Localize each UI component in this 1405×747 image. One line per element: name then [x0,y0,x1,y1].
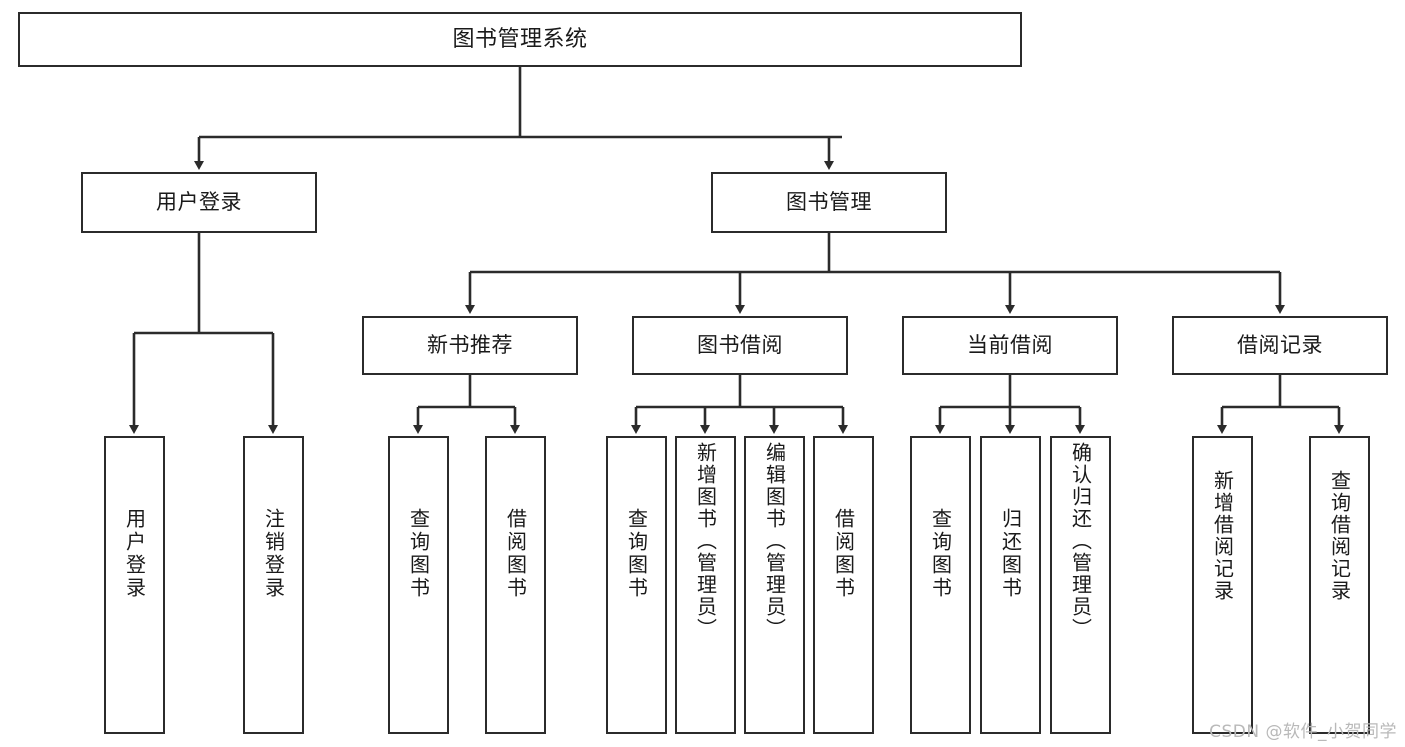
leaf-confirm-return-admin[interactable]: 确认归还（管理员） [1050,436,1111,734]
leaf-add-book-admin[interactable]: 新增图书（管理员） [675,436,736,734]
node-current-borrow[interactable]: 当前借阅 [902,316,1118,375]
node-label: 当前借阅 [967,333,1053,358]
leaf-borrow-book-recommend[interactable]: 借阅图书 [485,436,546,734]
leaf-edit-book-admin[interactable]: 编辑图书（管理员） [744,436,805,734]
node-label: 借阅图书 [831,508,856,600]
node-label: 查询图书 [624,508,649,600]
node-label: 借阅记录 [1237,333,1323,358]
node-label: 查询借阅记录 [1327,470,1352,602]
node-label: 新书推荐 [427,333,513,358]
node-label: 新增图书（管理员） [693,442,718,640]
leaf-query-borrow-record[interactable]: 查询借阅记录 [1309,436,1370,734]
leaf-add-borrow-record[interactable]: 新增借阅记录 [1192,436,1253,734]
node-borrow-record[interactable]: 借阅记录 [1172,316,1388,375]
leaf-user-logout[interactable]: 注销登录 [243,436,304,734]
node-label: 图书借阅 [697,333,783,358]
node-book-borrow[interactable]: 图书借阅 [632,316,848,375]
node-label: 用户登录 [122,508,147,600]
node-label: 查询图书 [406,508,431,600]
node-label: 确认归还（管理员） [1068,442,1093,640]
leaf-query-book-recommend[interactable]: 查询图书 [388,436,449,734]
leaf-query-book-current[interactable]: 查询图书 [910,436,971,734]
leaf-return-book[interactable]: 归还图书 [980,436,1041,734]
leaf-query-book-borrow[interactable]: 查询图书 [606,436,667,734]
node-root-book-management-system[interactable]: 图书管理系统 [18,12,1022,67]
node-label: 用户登录 [156,190,242,215]
node-label: 编辑图书（管理员） [762,442,787,640]
node-book-manage[interactable]: 图书管理 [711,172,947,233]
node-label: 借阅图书 [503,508,528,600]
node-new-book-recommend[interactable]: 新书推荐 [362,316,578,375]
node-label: 图书管理系统 [452,26,588,52]
leaf-borrow-book-borrow[interactable]: 借阅图书 [813,436,874,734]
csdn-watermark: CSDN @软件_小贺同学 [1209,722,1397,742]
node-label: 注销登录 [261,508,286,600]
node-label: 图书管理 [786,190,872,215]
node-label: 新增借阅记录 [1210,470,1235,602]
node-user-login[interactable]: 用户登录 [81,172,317,233]
leaf-user-login[interactable]: 用户登录 [104,436,165,734]
node-label: 归还图书 [998,508,1023,600]
node-label: 查询图书 [928,508,953,600]
